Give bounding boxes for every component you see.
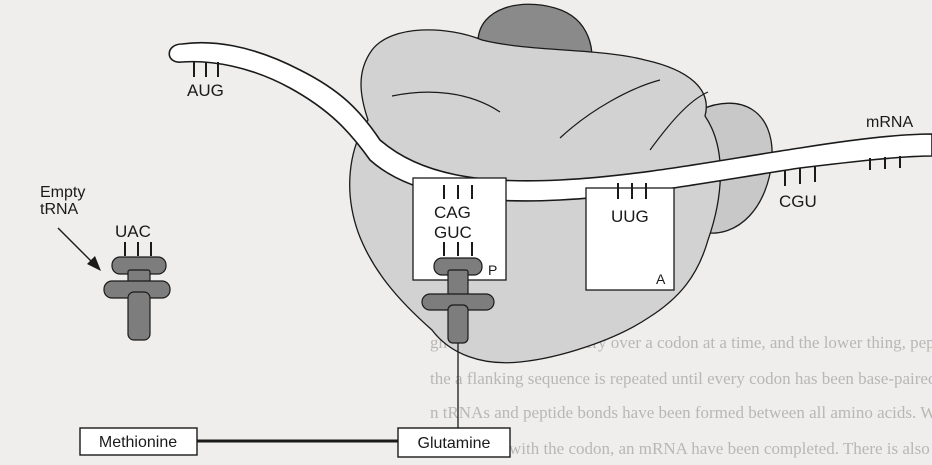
glutamine-label: Glutamine [418,435,491,452]
methionine-label: Methionine [99,434,177,451]
arrow-icon [58,228,101,271]
empty-trna-anticodon-ticks [125,242,151,256]
a-site-letter: A [656,271,666,287]
bleed-line-3: n tRNAs and peptide bonds have been form… [430,403,932,422]
empty-trna-anticodon-label: UAC [115,222,151,241]
p-site-codon-label: CAG [434,203,471,222]
p-site-anticodon-label: GUC [434,223,472,242]
a-site: UUG A [586,183,674,290]
empty-trna [104,257,170,340]
empty-trna-label-line2: tRNA [40,201,79,218]
glutamine-box: Glutamine [398,428,510,457]
empty-trna-label-line1: Empty [40,184,85,201]
codon-label-next: CGU [779,192,817,211]
bleed-line-4: ; with the codon, an mRNA have been comp… [500,439,932,458]
a-site-codon-label: UUG [611,207,649,226]
codon-ticks-start [194,62,218,77]
mrna-label: mRNA [866,114,913,131]
bleed-line-2: the a flanking sequence is repeated unti… [430,369,932,388]
codon-label-start: AUG [187,81,224,100]
p-site-letter: P [488,262,497,278]
methionine-box: Methionine [80,428,197,455]
